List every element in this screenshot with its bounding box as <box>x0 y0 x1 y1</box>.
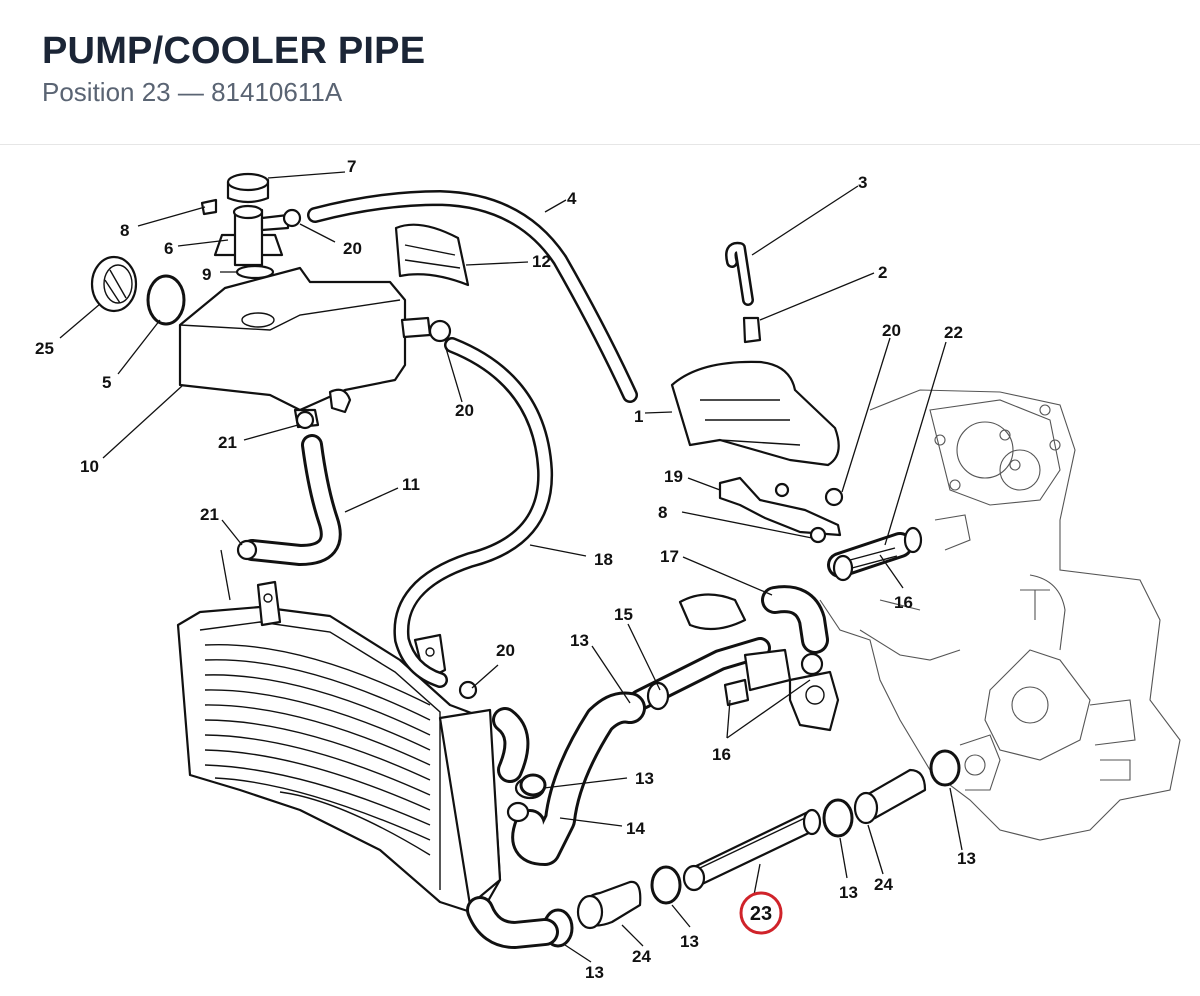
label-7: 7 <box>347 157 356 176</box>
page-title: PUMP/COOLER PIPE <box>42 30 426 72</box>
label-23: 23 <box>750 903 772 925</box>
filler-cap-assembly <box>200 172 302 280</box>
highlighted-position-23[interactable]: 23 <box>739 891 783 935</box>
label-17: 17 <box>660 547 679 566</box>
vent-hose <box>725 241 754 306</box>
label-11: 11 <box>402 475 420 494</box>
label-20-thermostat: 20 <box>882 321 901 340</box>
label-19: 19 <box>664 467 683 486</box>
label-20-radiator: 20 <box>496 641 515 660</box>
tank-radiator-hose <box>241 434 342 566</box>
breather-hose <box>307 190 638 403</box>
expansion-tank <box>178 266 452 429</box>
radiator <box>176 580 502 917</box>
label-14: 14 <box>626 819 645 838</box>
leader-lines <box>59 171 963 963</box>
overflow-hose <box>393 337 554 688</box>
retaining-clip <box>146 274 186 326</box>
label-25: 25 <box>35 339 54 358</box>
label-2: 2 <box>878 263 887 282</box>
label-1: 1 <box>634 407 643 426</box>
thermostat-housing <box>670 316 840 467</box>
label-16-upper: 16 <box>894 593 913 612</box>
insulating-strip <box>394 223 470 287</box>
label-24-lower: 24 <box>632 947 651 966</box>
label-9: 9 <box>202 265 211 284</box>
engine-block <box>819 389 1181 841</box>
label-18: 18 <box>594 550 613 569</box>
label-13-upper-left: 13 <box>570 631 589 650</box>
highlight-ring <box>739 891 783 935</box>
label-4: 4 <box>567 189 577 208</box>
label-13-right: 13 <box>839 883 858 902</box>
part-labels: 1 2 3 4 5 6 7 8 8 9 10 11 12 13 13 13 13… <box>35 157 976 982</box>
label-13-mid: 13 <box>635 769 654 788</box>
label-20-cap: 20 <box>343 239 362 258</box>
label-3: 3 <box>858 173 867 192</box>
label-24-upper: 24 <box>874 875 893 894</box>
label-13-pipe: 13 <box>680 932 699 951</box>
cylinder-hose <box>827 526 923 582</box>
label-8-tank: 8 <box>120 221 129 240</box>
hose-24-upper <box>853 768 927 825</box>
elbow-pipe <box>761 585 829 654</box>
label-20-tank: 20 <box>455 401 474 420</box>
label-8-bracket: 8 <box>658 503 667 522</box>
page-subtitle: Position 23 — 81410611A <box>42 77 343 107</box>
label-16-lower: 16 <box>712 745 731 764</box>
hose-24-lower <box>576 880 642 930</box>
label-5: 5 <box>102 373 111 392</box>
exploded-parts-diagram: 1 2 3 4 5 6 7 8 8 9 10 11 12 13 13 13 13… <box>35 157 1181 982</box>
lower-radiator-outlet <box>466 896 559 949</box>
label-10: 10 <box>80 457 99 476</box>
label-21-tank: 21 <box>218 433 237 452</box>
label-12: 12 <box>532 252 551 271</box>
label-13-lower: 13 <box>585 963 604 982</box>
page-header: PUMP/COOLER PIPE Position 23 — 81410611A <box>0 0 1200 145</box>
label-6: 6 <box>164 239 173 258</box>
small-clamps <box>236 410 844 700</box>
bracket <box>718 476 842 544</box>
label-21-radiator: 21 <box>200 505 219 524</box>
pump-cooler-pipe-23 <box>682 808 822 892</box>
label-15: 15 <box>614 605 633 624</box>
label-13-far-right: 13 <box>957 849 976 868</box>
label-22: 22 <box>944 323 963 342</box>
sight-glass <box>90 255 138 313</box>
